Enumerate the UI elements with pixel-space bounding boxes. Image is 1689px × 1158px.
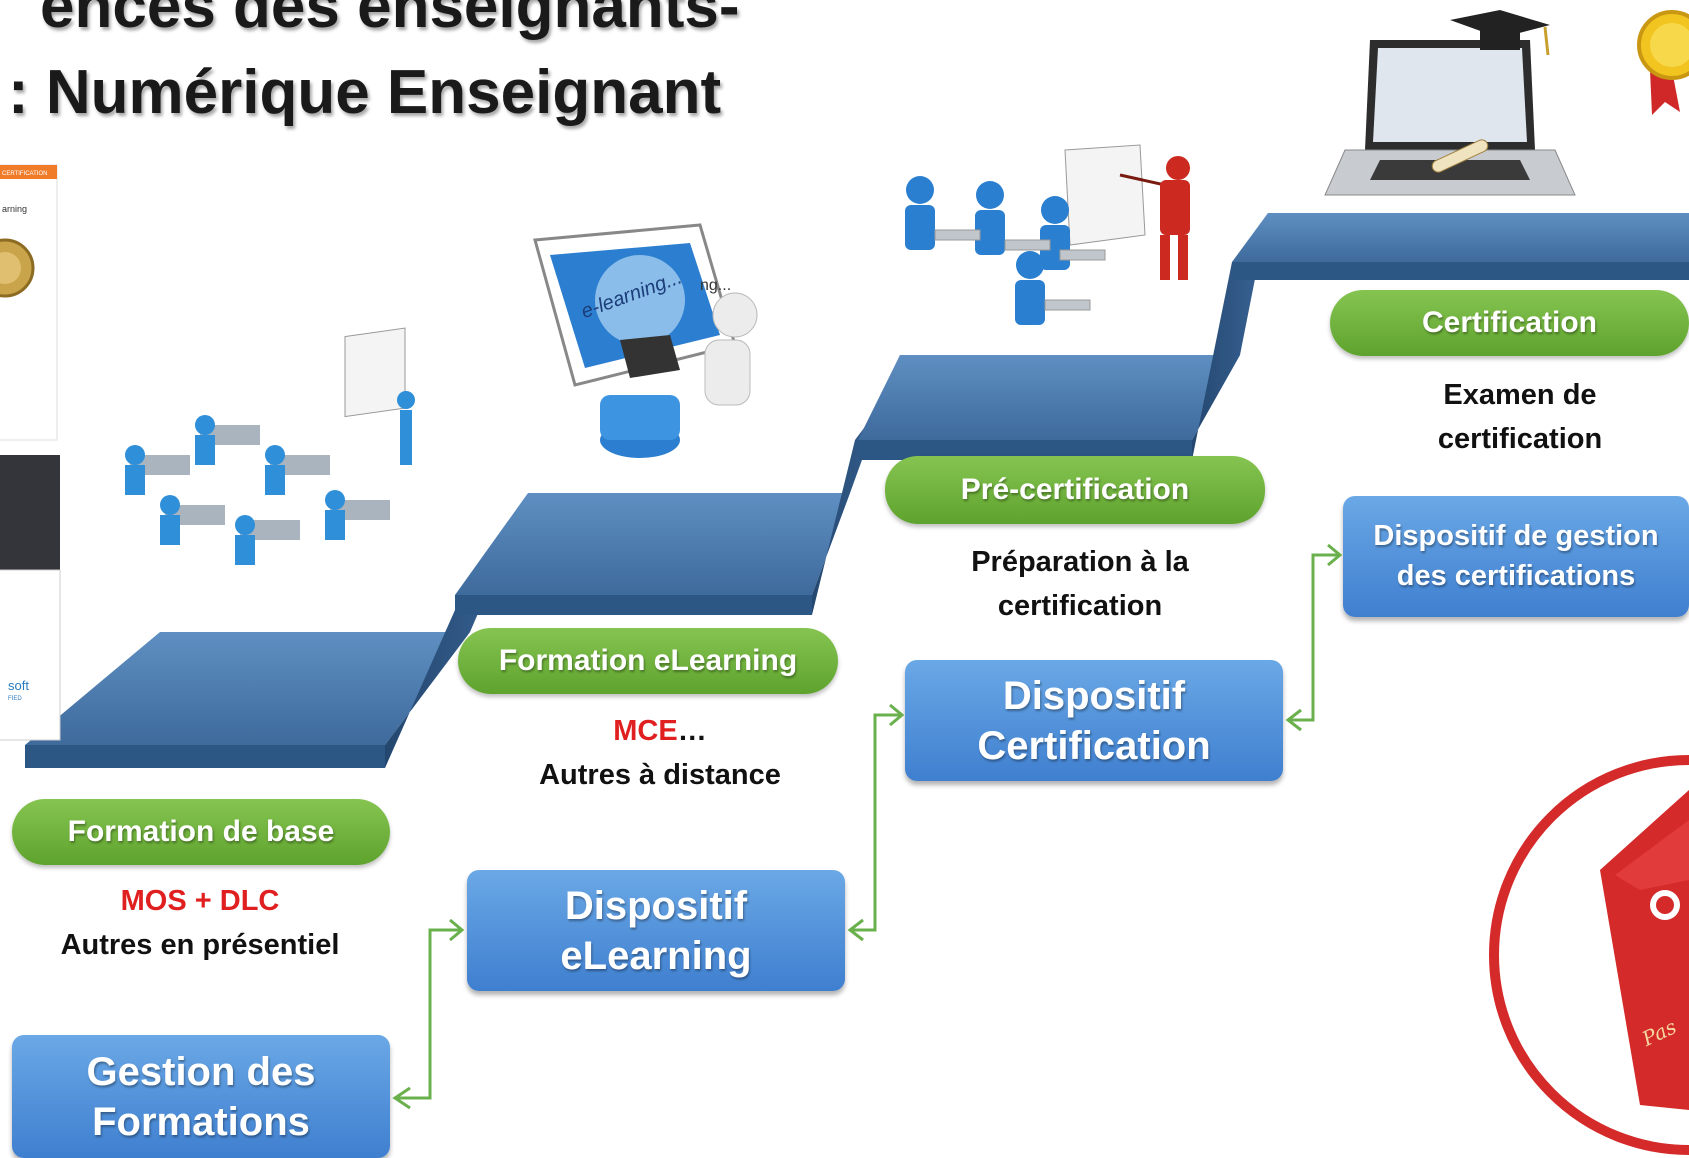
- step-label-certification: Certification: [1330, 290, 1689, 356]
- page-title-line-2: : Numérique Enseignant: [8, 58, 722, 127]
- stair-front-2: [455, 595, 812, 615]
- stair-tread-4: [1232, 213, 1689, 262]
- elearning-illustration: e-learning... ng...: [533, 223, 758, 458]
- step-desc-elearning-line: Autres à distance: [539, 758, 781, 791]
- classroom-illustration-2: [905, 144, 1190, 325]
- step-highlight-elearning: MCE: [613, 715, 678, 747]
- stair-front-4: [1232, 262, 1689, 280]
- step-label-precertification: Pré-certification: [885, 456, 1265, 524]
- dispositif-certification: Dispositif Certification: [905, 660, 1283, 781]
- stair-tread-1: [25, 632, 470, 745]
- step-label-base: Formation de base: [12, 799, 390, 865]
- laptop-graduation-illustration: [1324, 10, 1576, 196]
- step-desc-line: certification: [1437, 422, 1603, 455]
- step-highlight-base: MOS + DLC: [120, 885, 280, 917]
- medal-illustration: [1637, 10, 1689, 115]
- cert-card-header: CERTIFICATION: [2, 171, 47, 177]
- dispositif-line: Dispositif de gestion: [1373, 520, 1659, 553]
- step-desc-base: MOS + DLC Autres en présentiel: [20, 880, 380, 967]
- connector-3: [1288, 553, 1340, 722]
- cert-card-sub: arning: [2, 204, 27, 214]
- stair-front-1: [25, 745, 385, 768]
- stair-tread-3: [858, 355, 1240, 440]
- step-desc-line: Préparation à la: [971, 546, 1189, 578]
- step-desc-line: Examen de: [1443, 379, 1597, 411]
- ms-logo-sub: FIED: [8, 696, 22, 702]
- stair-front-3: [858, 440, 1192, 460]
- dispositif-line: Dispositif: [1002, 673, 1186, 718]
- certificate-card-illustration: CERTIFICATION arning: [0, 164, 58, 441]
- dispositif-line: Gestion des: [86, 1049, 316, 1094]
- step-desc-precertification: Préparation à la certification: [900, 541, 1260, 628]
- dispositif-gestion-certifications: Dispositif de gestion des certifications: [1343, 496, 1689, 617]
- step-desc-line: certification: [997, 589, 1163, 622]
- ms-logo-text: soft: [8, 678, 29, 693]
- classroom-illustration-1: [125, 327, 415, 565]
- step-highlight-elearning-suffix: …: [677, 715, 707, 747]
- dispositif-line: Certification: [977, 723, 1211, 768]
- dispositif-gestion-formations: Gestion des Formations: [12, 1035, 390, 1158]
- connector-2: [850, 713, 902, 932]
- dispositif-elearning: Dispositif eLearning: [467, 870, 845, 991]
- step-highlight-elearning-row: MCE…: [470, 710, 850, 754]
- dispositif-line: Dispositif: [564, 883, 748, 928]
- passport-illustration: Pas: [1489, 755, 1689, 1155]
- microsoft-badge-illustration: soft FIED: [0, 455, 61, 741]
- stair-tread-2: [455, 493, 850, 595]
- step-desc-elearning: MCE… Autres à distance: [470, 710, 850, 797]
- dispositif-line: eLearning: [560, 933, 752, 978]
- step-desc-certification: Examen de certification: [1360, 374, 1680, 461]
- elearning-screen-text-2: ng...: [700, 277, 731, 294]
- page-title-line-1: ences des enseignants-: [40, 0, 740, 41]
- dispositif-line: Formations: [92, 1099, 310, 1144]
- step-label-elearning: Formation eLearning: [458, 628, 838, 694]
- step-desc-base-line: Autres en présentiel: [60, 928, 340, 961]
- dispositif-line: des certifications: [1396, 559, 1636, 592]
- connector-1: [395, 928, 462, 1100]
